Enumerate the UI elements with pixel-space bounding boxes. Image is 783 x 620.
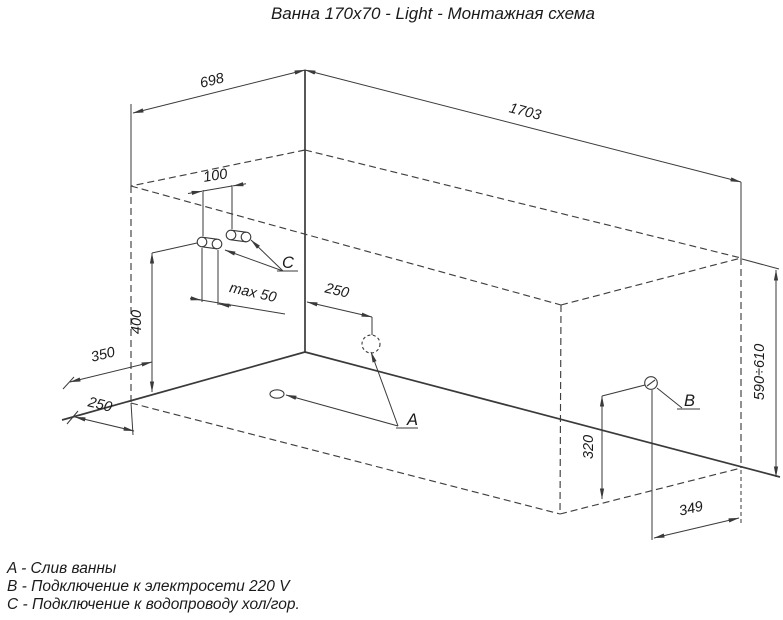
diagram-title: Ванна 170x70 - Light - Монтажная схема — [271, 4, 595, 23]
room-walls-floor — [61, 70, 781, 478]
dim-250-floor-value: 250 — [85, 394, 113, 415]
drain-connection: A — [269, 334, 418, 429]
dim-349-value: 349 — [678, 499, 705, 520]
dim-1703-value: 1703 — [507, 100, 542, 124]
pipe1-back-circle — [196, 236, 208, 248]
drain-floor-ellipse — [269, 389, 285, 399]
dim-400: 400 — [129, 242, 198, 393]
power-socket-tick — [646, 379, 656, 387]
tub-bottom-right-edge — [559, 467, 742, 515]
dim-250-floor: 250 — [66, 394, 135, 436]
water-connection-leaders: C — [224, 239, 298, 272]
dimension-line — [306, 301, 373, 318]
dim-320-value: 320 — [581, 435, 597, 459]
legend-item-a: A - Слив ванны — [6, 560, 117, 577]
legend: A - Слив ванны B - Подключение к электро… — [6, 560, 300, 613]
dimension-line — [132, 69, 306, 114]
dim-698: 698 — [130, 69, 306, 186]
power-connection: B — [644, 376, 700, 410]
pipe1-body — [201, 236, 218, 250]
pipe1-front-circle — [211, 238, 223, 250]
end-tick — [62, 376, 75, 390]
right-floor-edge — [304, 351, 781, 478]
connector-line — [601, 384, 646, 397]
tub-rim-front-left-edge — [130, 185, 562, 306]
dim-590-610: 590÷610 — [741, 258, 780, 478]
left-floor-edge — [61, 351, 306, 421]
connector-line — [151, 242, 198, 254]
dim-100: 100 — [187, 166, 247, 236]
legend-item-b: B - Подключение к электросети 220 V — [7, 578, 291, 595]
arrow-stub-left — [189, 296, 202, 301]
arrow-stub-right — [232, 182, 247, 187]
dim-350-value: 350 — [89, 344, 116, 365]
end-tick — [66, 410, 79, 425]
dim-350: 350 — [62, 344, 153, 390]
tub-bottom-left-edge — [130, 402, 561, 515]
tub-rim-front-right-edge — [560, 257, 742, 306]
pipe2-body — [230, 229, 247, 243]
dimension-line — [194, 298, 286, 315]
point-label-c: C — [282, 254, 294, 272]
dim-250-wall-value: 250 — [322, 280, 350, 301]
extension-line — [741, 258, 780, 270]
dim-400-value: 400 — [129, 310, 145, 334]
leader-to-pipe1 — [224, 249, 284, 272]
dimension-line — [304, 69, 742, 183]
arrow-stub-left — [187, 190, 203, 195]
tub-rim-back-right-edge — [304, 149, 742, 259]
dim-698-value: 698 — [198, 70, 225, 91]
leader-to-wall-drain — [370, 351, 399, 427]
power-socket-circle — [644, 376, 658, 390]
dim-1703: 1703 — [304, 69, 742, 258]
point-label-a: A — [406, 411, 418, 429]
leader-to-pipe2 — [250, 239, 284, 272]
dim-max50: max 50 — [189, 248, 286, 315]
dimension-line — [74, 416, 135, 432]
dim-320: 320 — [581, 384, 646, 500]
dim-349: 349 — [651, 390, 742, 540]
dimension-line — [202, 185, 233, 192]
pipe2-back-circle — [225, 229, 237, 241]
leader-to-floor-drain — [285, 394, 399, 427]
dim-100-value: 100 — [202, 166, 228, 186]
tub-rim-back-left-edge — [130, 149, 306, 187]
bathtub-outline — [130, 149, 742, 515]
pipe2-front-circle — [240, 231, 252, 243]
leader-line — [656, 387, 683, 409]
arrow-stub-right — [218, 303, 232, 308]
legend-item-c: C - Подключение к водопроводу хол/гор. — [7, 596, 300, 613]
dim-590-610-value: 590÷610 — [752, 344, 768, 400]
extension-lines — [202, 185, 233, 236]
tub-front-vertical-edge — [559, 304, 562, 515]
dim-250-wall: 250 — [306, 280, 373, 335]
drain-wall-circle — [361, 334, 381, 354]
point-label-b: B — [684, 392, 695, 410]
dimension-line — [69, 361, 153, 383]
dim-max50-value: max 50 — [228, 280, 278, 306]
water-pipes-symbol — [196, 229, 252, 250]
extension-lines — [201, 248, 219, 305]
dimension-line — [653, 517, 740, 539]
